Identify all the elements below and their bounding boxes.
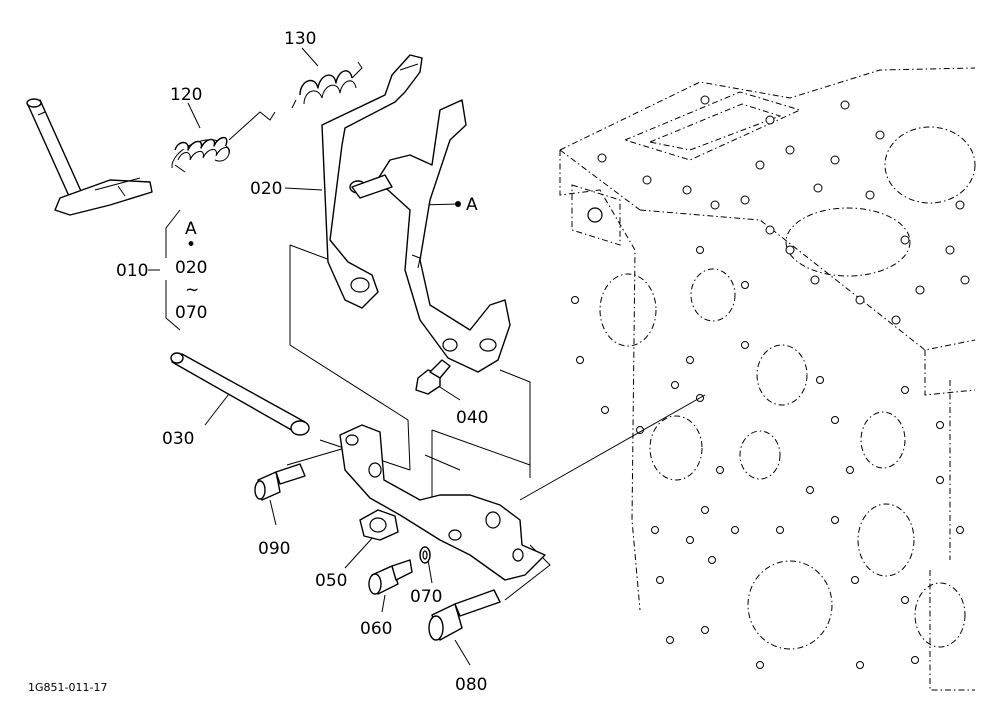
callout-060: 060 <box>360 619 392 639</box>
group-tilde: ~ <box>185 280 199 300</box>
callout-030: 030 <box>162 429 194 449</box>
part-bolt-080[interactable] <box>428 589 501 641</box>
part-bolt-060[interactable] <box>368 559 413 595</box>
part-lever-020[interactable] <box>321 54 511 373</box>
leader-lines <box>148 47 706 666</box>
part-bracket[interactable] <box>339 424 546 581</box>
reference-dot <box>455 201 461 207</box>
figure-code: 1G851-011-17 <box>28 681 107 694</box>
group-from: 020 <box>175 258 207 278</box>
engine-block <box>559 67 976 691</box>
part-spring-130[interactable] <box>291 61 363 109</box>
part-washer-070[interactable] <box>419 546 431 564</box>
callout-090: 090 <box>258 539 290 559</box>
callout-050: 050 <box>315 571 347 591</box>
callout-080: 080 <box>455 675 487 695</box>
part-pin-030[interactable] <box>170 352 310 436</box>
callout-040: 040 <box>456 408 488 428</box>
callout-130: 130 <box>284 29 316 49</box>
group-to: 070 <box>175 303 207 323</box>
part-bolt-040[interactable] <box>415 359 451 395</box>
callout-070: 070 <box>410 587 442 607</box>
part-screw-090[interactable] <box>254 463 306 501</box>
callout-120: 120 <box>170 85 202 105</box>
reference-marker-a: A <box>466 195 478 215</box>
callout-010: 010 <box>116 261 148 281</box>
part-shaft-arm[interactable] <box>26 98 153 216</box>
callout-labels: 130 120 020 010 030 040 090 050 070 060 … <box>28 29 488 695</box>
callout-020: 020 <box>250 179 282 199</box>
group-ref-a: A <box>185 219 197 239</box>
group-dot: • <box>186 235 196 255</box>
part-spring-120[interactable] <box>171 111 276 173</box>
